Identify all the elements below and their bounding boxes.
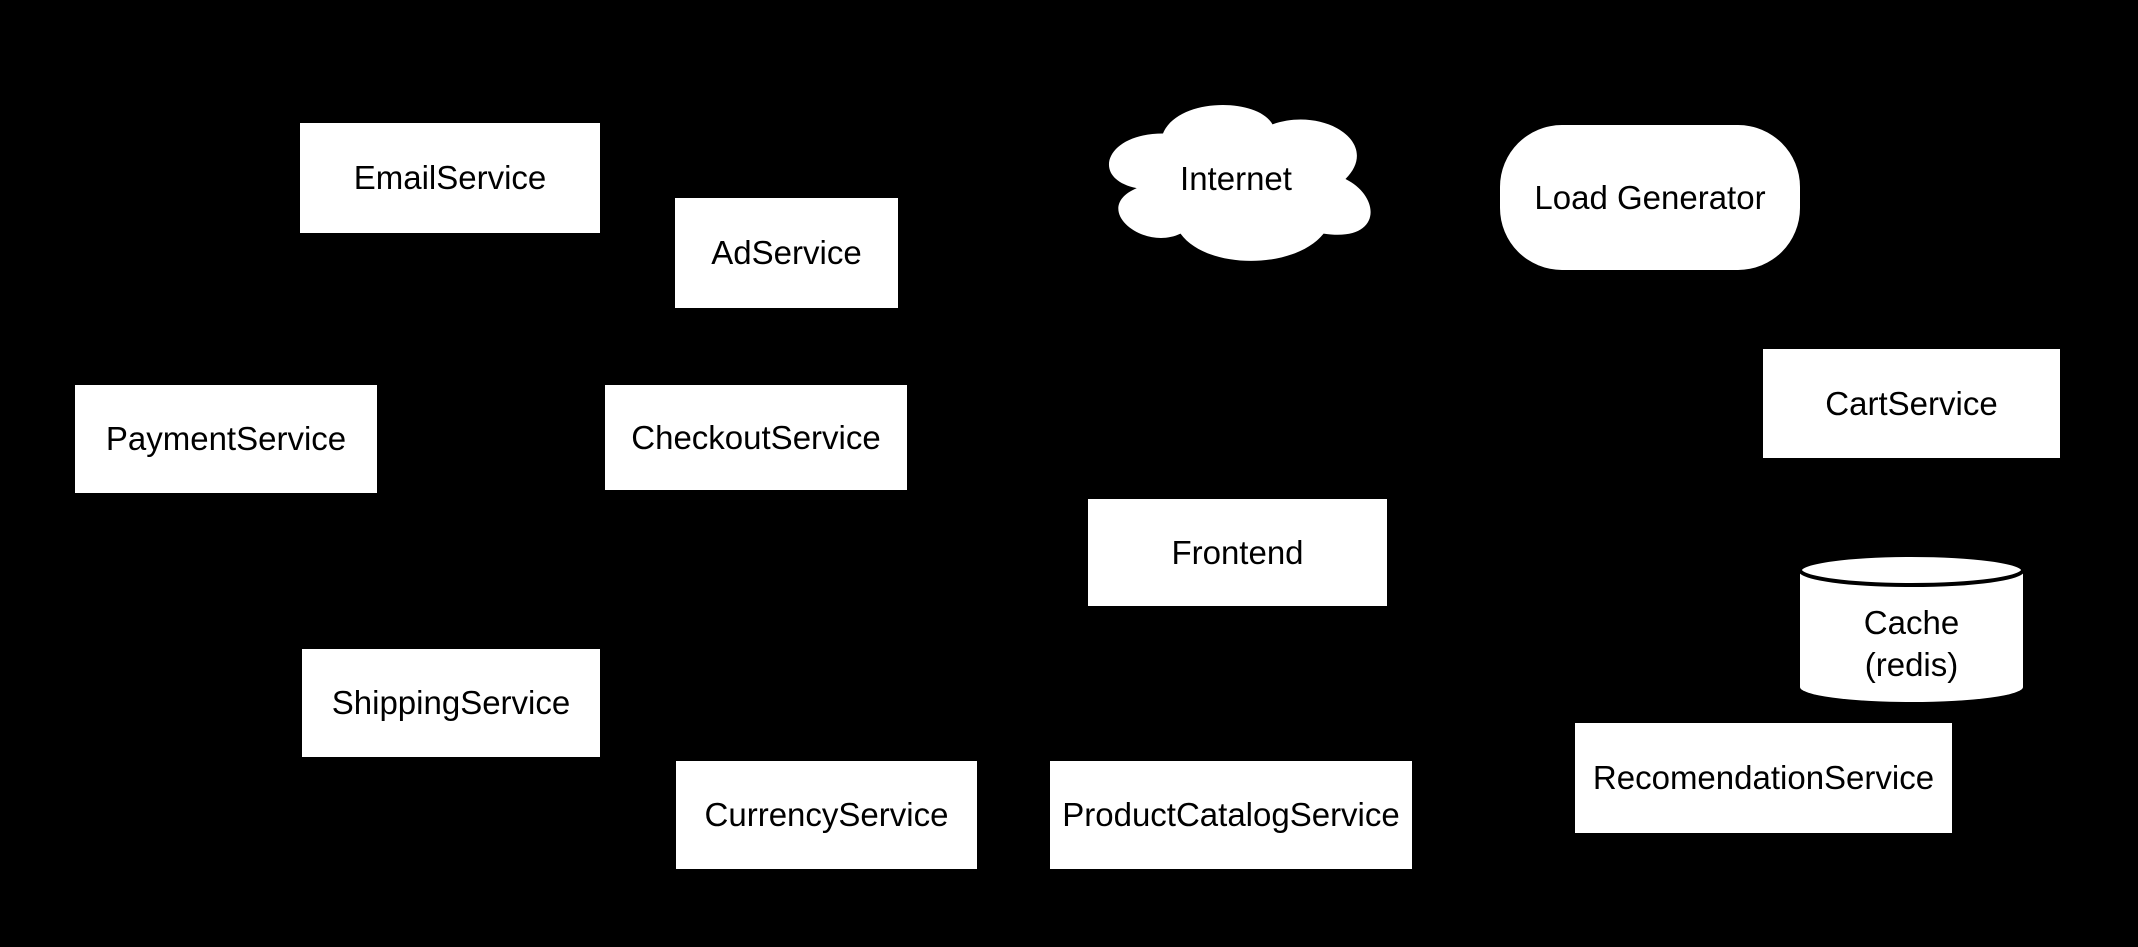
node-label: Load Generator: [1534, 177, 1765, 218]
node-frontend[interactable]: Frontend: [1088, 499, 1387, 606]
cloud-icon: [1108, 104, 1371, 261]
node-label-text: Load Generator: [1534, 178, 1766, 216]
node-label-text: Internet: [1180, 160, 1292, 198]
node-recomendation-service[interactable]: RecomendationService: [1575, 723, 1952, 833]
node-label: ProductCatalogService: [1062, 794, 1400, 835]
node-cache-redis[interactable]: Cache(redis): [1800, 555, 2023, 702]
node-label: RecomendationService: [1593, 757, 1934, 798]
node-label-text: AdService: [711, 234, 862, 272]
database-cylinder-icon: [1800, 555, 2023, 702]
node-label-text: EmailService: [353, 159, 547, 197]
node-label-subtext: (redis): [1864, 645, 1959, 683]
node-label-text: CurrencyService: [704, 796, 949, 834]
node-load-generator[interactable]: Load Generator: [1500, 125, 1800, 270]
node-product-catalog-service[interactable]: ProductCatalogService: [1050, 761, 1412, 869]
node-label: EmailService: [354, 157, 547, 198]
node-shipping-service[interactable]: ShippingService: [302, 649, 600, 757]
node-label: CheckoutService: [631, 417, 880, 458]
node-ad-service[interactable]: AdService: [675, 198, 898, 308]
node-internet[interactable]: Internet: [1090, 88, 1382, 270]
node-payment-service[interactable]: PaymentService: [75, 385, 377, 493]
node-label-text: CheckoutService: [631, 418, 881, 456]
node-label-text: RecomendationService: [1592, 759, 1935, 797]
node-label-text: PaymentService: [105, 420, 347, 458]
node-label: Frontend: [1171, 532, 1303, 573]
node-label: ShippingService: [332, 682, 570, 723]
node-label: Cache(redis): [1864, 572, 1959, 685]
node-label: Internet: [1180, 158, 1292, 199]
node-label-text: ShippingService: [331, 684, 571, 722]
node-label: AdService: [711, 232, 861, 273]
node-label: CartService: [1825, 383, 1997, 424]
node-label: CurrencyService: [705, 794, 949, 835]
node-label-text: Cache: [1863, 604, 1960, 642]
node-label-text: ProductCatalogService: [1062, 796, 1400, 834]
node-label: PaymentService: [106, 418, 346, 459]
node-checkout-service[interactable]: CheckoutService: [605, 385, 907, 490]
node-email-service[interactable]: EmailService: [300, 123, 600, 233]
node-label-text: CartService: [1825, 384, 1998, 422]
node-label-text: Frontend: [1171, 533, 1304, 571]
node-currency-service[interactable]: CurrencyService: [676, 761, 977, 869]
node-cart-service[interactable]: CartService: [1763, 349, 2060, 458]
